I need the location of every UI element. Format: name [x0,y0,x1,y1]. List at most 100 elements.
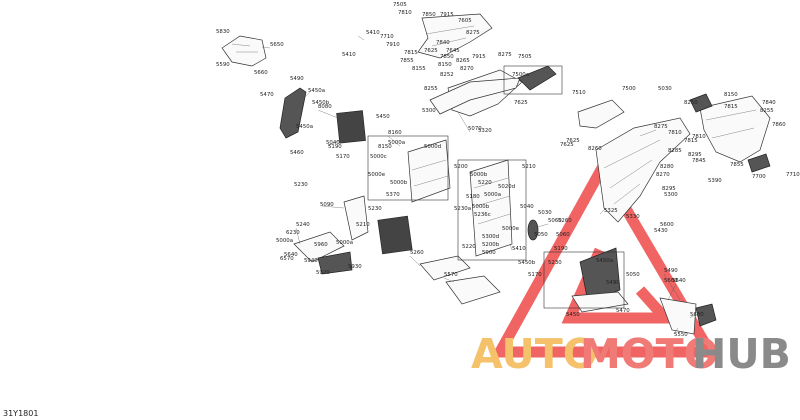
part-number-label: 5630 [690,312,704,318]
leader-line [457,111,471,133]
part-cap-5050 [527,219,539,241]
part-number-label: 7815 [404,50,418,56]
part-number-label: 5230a [454,206,471,212]
part-floor-board-lower [445,275,501,305]
part-number-label: 7910 [386,42,400,48]
part-number-label: 7710 [786,172,800,178]
part-number-label: 5230 [368,206,382,212]
part-number-label: 5300 [422,108,436,114]
part-side-cover-right [699,95,771,163]
leader-line [533,223,549,229]
part-number-label: 5050 [534,232,548,238]
leader-line [689,313,697,319]
part-number-label: 5320 [478,128,492,134]
part-number-label: 5300 [664,192,678,198]
leader-line [327,137,345,147]
part-number-label: 7625 [560,142,574,148]
part-number-label: 5460 [290,150,304,156]
group-box-5450 [543,251,625,309]
part-upper-fairing [417,13,493,59]
part-floor-board-left [293,231,345,263]
part-number-label: 7810 [692,134,706,140]
part-number-label: 5930 [348,264,362,270]
part-number-label: 5325 [604,208,618,214]
part-number-label: 5330 [626,214,640,220]
part-number-label: 8275 [498,52,512,58]
part-number-label: 8150 [724,92,738,98]
part-number-label: 5236c [474,212,491,218]
leader-line [673,327,679,335]
part-number-label: 5470 [260,92,274,98]
part-number-label: 8270 [656,172,670,178]
part-number-label: 5570 [444,272,458,278]
part-number-label: 5600 [664,278,678,284]
part-number-label: 7815 [684,138,698,144]
part-lower-fairing-5630 [659,297,697,335]
part-number-label: 5060 [556,232,570,238]
part-number-label: 5000e [502,226,520,232]
part-number-label: 5640 [284,252,298,258]
part-number-label: 5900 [482,250,496,256]
part-number-label: 8275 [466,30,480,36]
part-number-label: 5090 [320,202,334,208]
part-number-label: 7855 [400,58,414,64]
part-number-label: 7915 [440,12,454,18]
part-number-label: 5000a [484,192,501,198]
part-number-label: 6570 [280,256,294,262]
part-number-label: 5210 [356,222,370,228]
group-box-7500a [503,65,563,95]
part-number-label: 7500 [622,86,636,92]
part-frame-side [469,159,513,257]
part-lower-cover-5450 [571,291,629,313]
leader-line [509,243,513,251]
part-number-label: 7840 [436,40,450,46]
part-number-label: 7700 [752,174,766,180]
part-inner-panel-5090 [343,195,369,241]
group-box-right [457,159,527,261]
leader-line [387,135,401,147]
part-number-label: 5450 [566,312,580,318]
part-number-label: 5210 [522,164,536,170]
part-small-cover-5640 [695,303,717,327]
part-number-label: 5240 [296,222,310,228]
part-side-panel-left [279,87,307,139]
leader-line [357,35,365,41]
part-number-label: 5450 [376,114,390,120]
part-number-label: 5960 [314,242,328,248]
watermark-text-moto: MOTO [580,330,718,378]
leader-line [667,283,677,301]
watermark-outer-triangle [490,156,720,358]
part-number-label: 6230 [286,230,300,236]
part-number-label: 8295 [662,186,676,192]
part-side-cover-5490 [579,247,621,303]
watermark-text-auto: AUTO [471,330,598,378]
part-number-label: 8280 [660,164,674,170]
part-front-fairing-right [595,117,691,223]
watermark-wordmark: AUTO MOTO HUB [471,330,791,378]
part-number-label: 5220 [478,180,492,186]
part-number-label: 5030 [658,86,672,92]
part-number-label: 5000b [390,180,408,186]
part-number-label: 5190 [554,246,568,252]
group-box-center [367,135,449,201]
part-number-label: 5000d [424,144,441,150]
leader-line [303,91,311,99]
leader-line [603,255,609,265]
part-floor-board-center [419,255,471,281]
part-number-label: 5030 [538,210,552,216]
leader-line [321,205,345,209]
leader-line [261,46,271,49]
part-number-label: 5660 [254,70,268,76]
part-number-label: 7625 [566,138,580,144]
part-number-label: 5410 [512,246,526,252]
part-mesh-grille-lower [377,215,413,255]
part-number-label: 5830 [216,29,230,35]
part-number-label: 5450a [296,124,313,130]
part-bracket-top-left [221,35,267,67]
part-number-label: 7810 [668,130,682,136]
part-number-label: 7840 [762,100,776,106]
part-small-grille-8160 [689,93,713,113]
part-number-label: 5490 [664,268,678,274]
part-number-label: 5020d [498,184,515,190]
